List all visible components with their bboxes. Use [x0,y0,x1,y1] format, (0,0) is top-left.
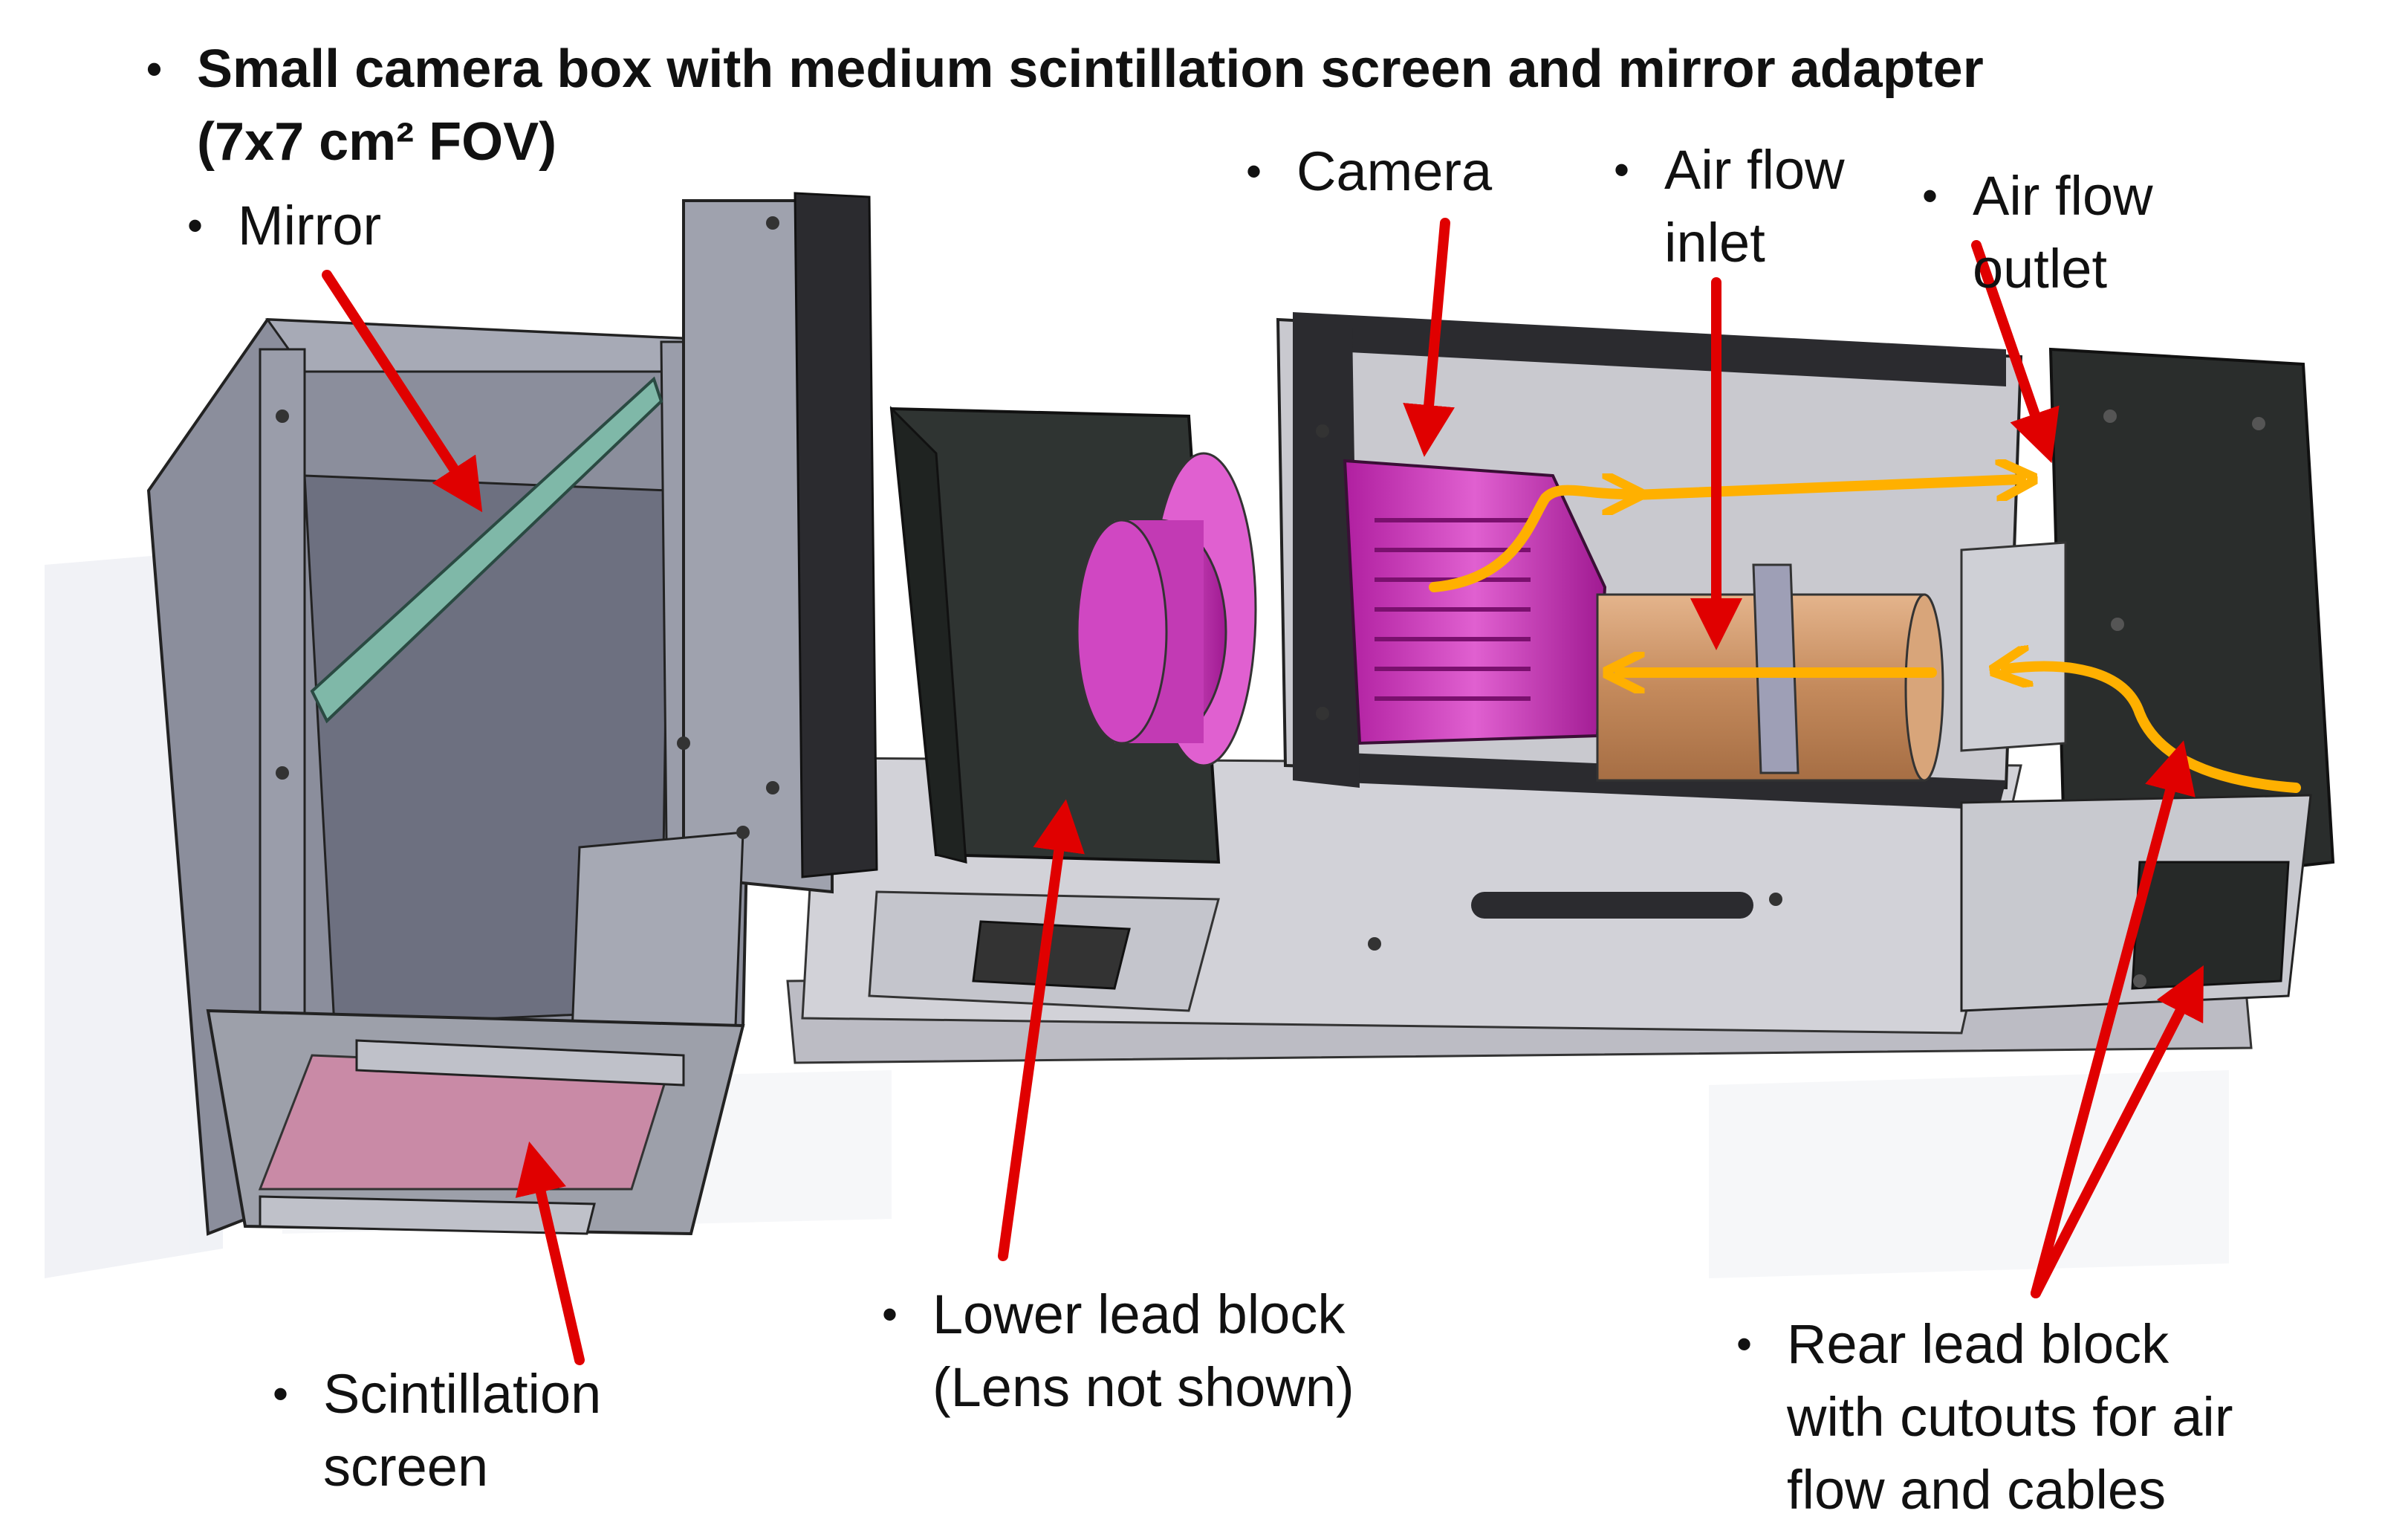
mirror-glass [310,376,663,724]
airflow-camera-curve [1429,491,1627,592]
lower-lead-arrow [998,799,1085,1261]
label-mirror: • Mirror [187,190,382,262]
scint-text-2: screen [323,1436,489,1498]
air-inlet-text-2: inlet [1664,212,1765,273]
bullet-glyph: • [882,1289,898,1339]
bullet-glyph: • [146,44,163,94]
rear-lead-text-2: with cutouts for air [1787,1386,2233,1448]
rear-lead-arrow-upper [2031,740,2196,1298]
title-line-2: (7x7 cm² FOV) [197,106,556,178]
bullet-glyph: • [187,201,204,250]
airflow-inlet-curve [2006,667,2301,793]
bullet-glyph: • [1736,1319,1753,1369]
camera-text: Camera [1297,140,1493,202]
label-lower-lead-block: • Lower lead block (Lens not shown) [882,1278,1354,1424]
bullet-glyph: • [1922,171,1938,221]
mirror-arrow [322,270,483,513]
copper-cylinder [1596,563,1944,782]
label-rear-lead-block: • Rear lead block with cutouts for air f… [1736,1308,2233,1527]
bullet-glyph: • [273,1369,289,1419]
scintillation-arrow [515,1141,585,1365]
lower-lead-text-2: (Lens not shown) [932,1356,1354,1418]
lower-lead-block [868,405,1257,1012]
callout-arrows [322,218,2204,1365]
label-scintillation-screen: • Scintillation screen [273,1358,602,1503]
air-inlet-text-1: Air flow [1664,139,1845,201]
bullet-glyph: • [1246,146,1262,196]
air-outlet-text-2: outlet [1973,238,2108,300]
scintillation-screen [206,1009,745,1236]
label-camera: • Camera [1246,135,1493,208]
air-outlet-text-1: Air flow [1973,165,2153,227]
title-text-1: Small camera box with medium scintillati… [197,39,1984,99]
air-outlet-arrow [1971,240,2060,464]
rear-lead-text-1: Rear lead block [1787,1313,2170,1375]
title-line-1: • Small camera box with medium scintilla… [146,33,1984,105]
label-air-outlet: • Air flow outlet [1922,160,2153,305]
airflow-outlet-straight [1629,479,2021,495]
title-text-2: (7x7 cm² FOV) [197,112,557,172]
rear-lead-text-3: flow and cables [1787,1459,2167,1521]
mirror-text: Mirror [238,195,382,256]
scint-text-1: Scintillation [323,1363,602,1425]
label-air-inlet: • Air flow inlet [1614,134,1845,279]
lower-lead-text-1: Lower lead block [932,1283,1346,1345]
camera-body [1343,459,1607,745]
bullet-glyph: • [1614,145,1630,195]
camera-arrow [1403,218,1455,457]
airflow-arrows [1429,479,2301,793]
rear-lead-arrow-lower [2031,965,2204,1298]
